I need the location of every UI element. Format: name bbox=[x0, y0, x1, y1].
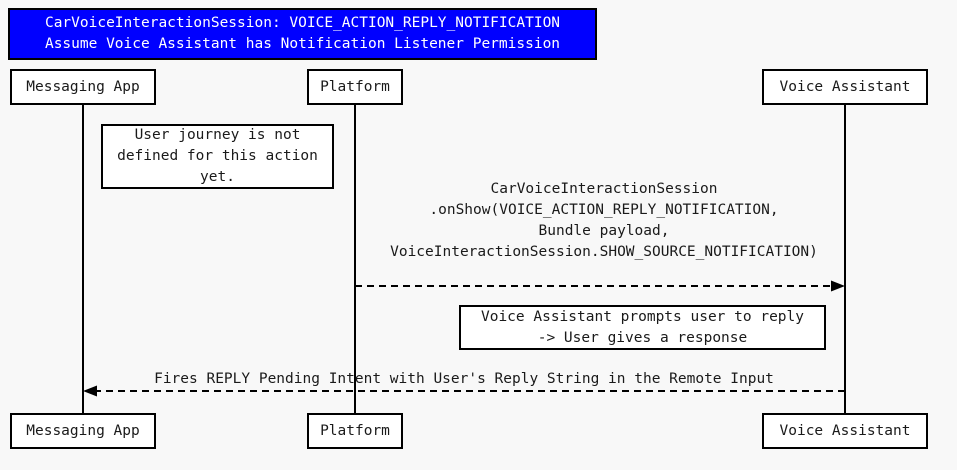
message-label-reply-pending-intent-line-1: Fires REPLY Pending Intent with User's R… bbox=[154, 371, 774, 387]
note-voice-prompt-line-1: Voice Assistant prompts user to reply bbox=[480, 308, 804, 325]
message-label-onshow-line-4: VoiceInteractionSession.SHOW_SOURCE_NOTI… bbox=[390, 244, 818, 260]
message-label-onshow: CarVoiceInteractionSession .onShow(VOICE… bbox=[358, 179, 850, 263]
note-voice-prompt-line-2: -> User gives a response bbox=[537, 329, 748, 346]
message-arrow-reply-pending-intent-head bbox=[83, 385, 97, 397]
message-label-reply-pending-intent: Fires REPLY Pending Intent with User's R… bbox=[84, 369, 844, 390]
diagram-title-box: CarVoiceInteractionSession: VOICE_ACTION… bbox=[8, 8, 597, 60]
note-voice-prompt: Voice Assistant prompts user to reply ->… bbox=[459, 305, 826, 350]
participant-label-platform-top: Platform bbox=[320, 79, 390, 95]
message-arrow-onshow-head bbox=[831, 280, 845, 292]
participant-label-platform-bottom: Platform bbox=[320, 423, 390, 439]
diagram-title-line-2: Assume Voice Assistant has Notification … bbox=[44, 36, 561, 52]
participant-platform-bottom[interactable]: Platform bbox=[307, 413, 403, 449]
note-user-journey: User journey is not defined for this act… bbox=[101, 124, 334, 189]
lifeline-voice-assistant bbox=[844, 104, 846, 413]
message-label-onshow-line-2: .onShow(VOICE_ACTION_REPLY_NOTIFICATION, bbox=[429, 202, 779, 218]
participant-platform-top[interactable]: Platform bbox=[307, 69, 403, 105]
participant-messaging-app-bottom[interactable]: Messaging App bbox=[10, 413, 156, 449]
message-arrow-onshow bbox=[355, 280, 845, 292]
participant-messaging-app-top[interactable]: Messaging App bbox=[10, 69, 156, 105]
participant-label-messaging-app-bottom: Messaging App bbox=[26, 423, 140, 439]
lifeline-platform bbox=[354, 104, 356, 413]
note-user-journey-line-3: yet. bbox=[200, 169, 235, 185]
note-user-journey-line-1: User journey is not bbox=[134, 127, 301, 143]
participant-voice-assistant-top[interactable]: Voice Assistant bbox=[762, 69, 928, 105]
message-arrow-reply-pending-intent bbox=[83, 385, 845, 397]
participant-label-voice-assistant-bottom: Voice Assistant bbox=[779, 423, 911, 439]
participant-voice-assistant-bottom[interactable]: Voice Assistant bbox=[762, 413, 928, 449]
message-label-onshow-line-3: Bundle payload, bbox=[538, 223, 670, 239]
participant-label-voice-assistant-top: Voice Assistant bbox=[779, 79, 911, 95]
message-label-onshow-line-1: CarVoiceInteractionSession bbox=[490, 181, 718, 197]
lifeline-messaging-app bbox=[82, 104, 84, 413]
diagram-title-line-1: CarVoiceInteractionSession: VOICE_ACTION… bbox=[44, 15, 561, 31]
participant-label-messaging-app-top: Messaging App bbox=[26, 79, 140, 95]
note-user-journey-line-2: defined for this action bbox=[117, 148, 318, 164]
